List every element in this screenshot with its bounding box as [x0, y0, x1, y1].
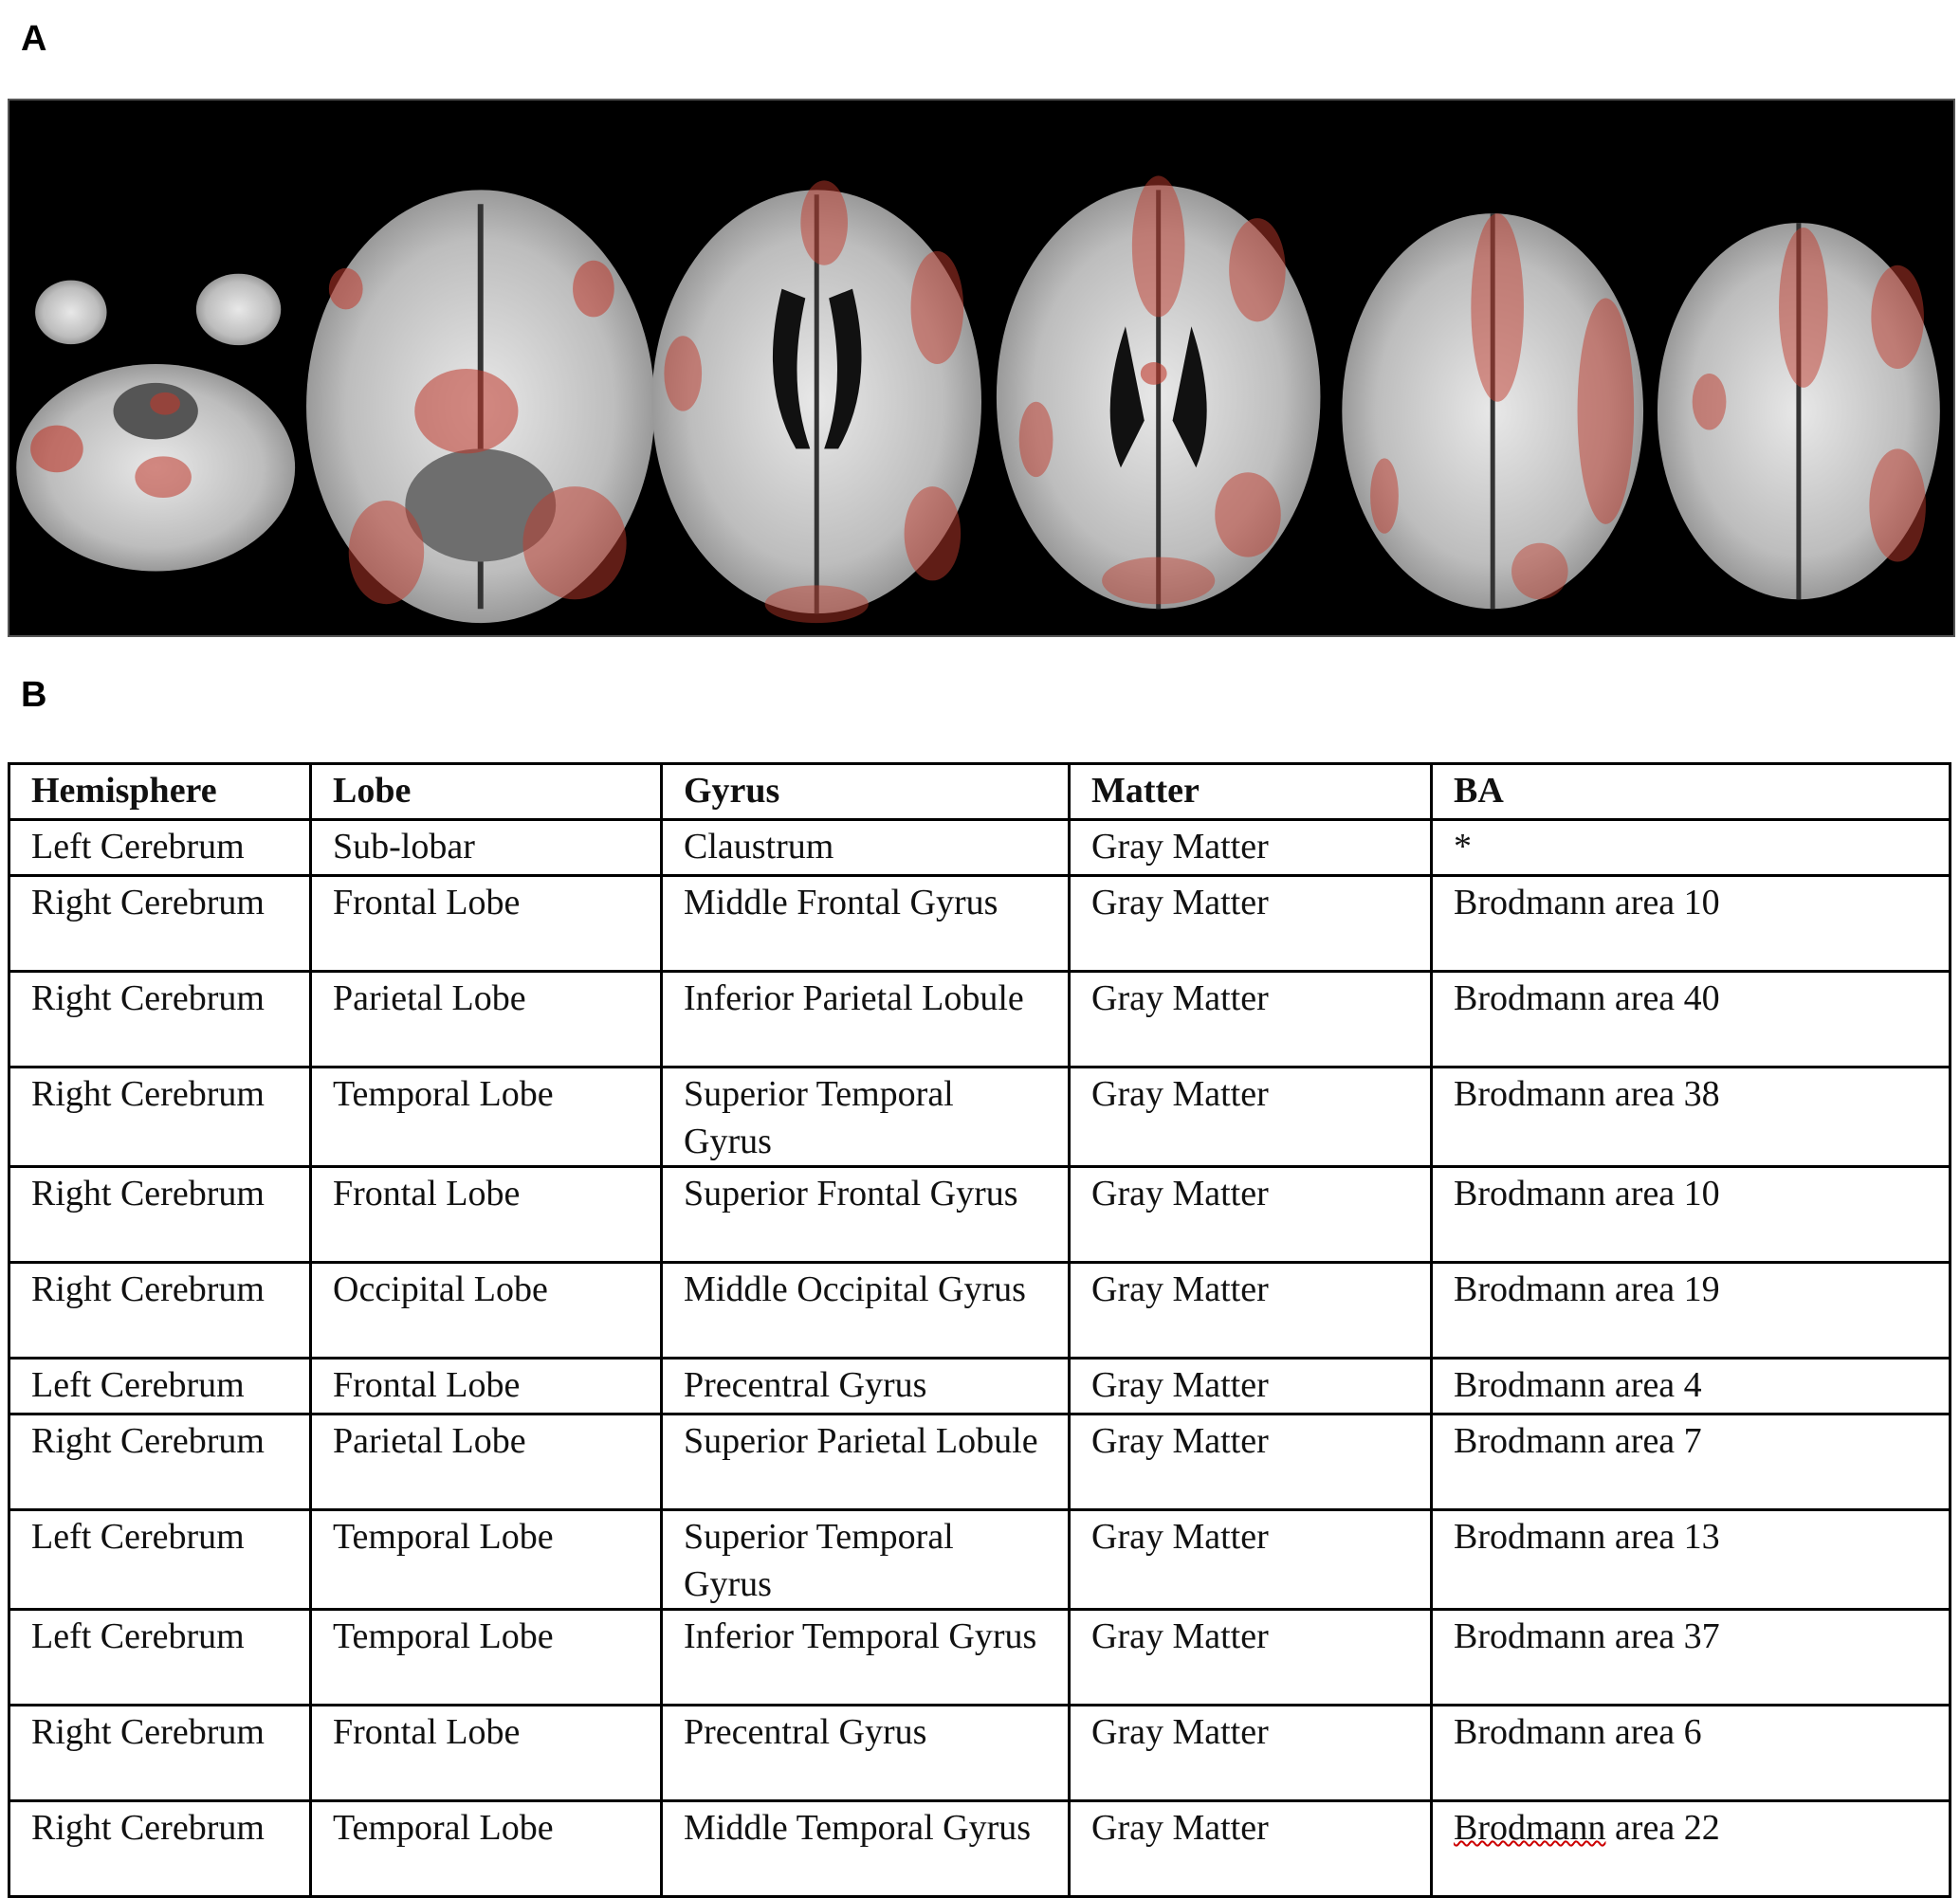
hemisphere-cell: Left Cerebrum [8, 1508, 312, 1611]
matter-cell: Gray Matter [1068, 1608, 1433, 1706]
matter-cell: Gray Matter [1068, 1413, 1433, 1511]
gyrus-cell: Inferior Parietal Lobule [660, 970, 1071, 1068]
lobe-cell: Sub-lobar [309, 818, 663, 877]
gyrus-cell: Claustrum [660, 818, 1071, 877]
matter-cell: Gray Matter [1068, 818, 1433, 877]
header-matter: Matter [1068, 762, 1433, 821]
ba-cell: Brodmann area 37 [1430, 1608, 1951, 1706]
ba-cell: Brodmann area 40 [1430, 970, 1951, 1068]
hemisphere-cell: Left Cerebrum [8, 1608, 312, 1706]
hemisphere-cell: Left Cerebrum [8, 818, 312, 877]
lobe-cell: Temporal Lobe [309, 1799, 663, 1898]
gyrus-cell: Superior Temporal Gyrus [660, 1066, 1071, 1168]
lobe-cell: Frontal Lobe [309, 1357, 663, 1415]
lobe-cell: Temporal Lobe [309, 1608, 663, 1706]
brain-slices-figure [16, 175, 1940, 624]
gyrus-cell: Middle Occipital Gyrus [660, 1261, 1071, 1360]
header-hemisphere: Hemisphere [8, 762, 312, 821]
spellcheck-underline: Brodmann [1454, 1808, 1606, 1848]
gyrus-cell: Superior Frontal Gyrus [660, 1165, 1071, 1264]
matter-cell: Gray Matter [1068, 1261, 1433, 1360]
ba-cell: Brodmann area 7 [1430, 1413, 1951, 1511]
lobe-cell: Frontal Lobe [309, 1704, 663, 1802]
gyrus-cell: Middle Temporal Gyrus [660, 1799, 1071, 1898]
matter-cell: Gray Matter [1068, 1799, 1433, 1898]
ba-cell: Brodmann area 13 [1430, 1508, 1951, 1611]
lobe-cell: Frontal Lobe [309, 874, 663, 973]
table-header-row: Hemisphere Lobe Gyrus Matter BA [8, 762, 1951, 821]
ba-cell: Brodmann area 22 [1430, 1799, 1951, 1898]
hemisphere-cell: Left Cerebrum [8, 1357, 312, 1415]
panel-a-label: A [21, 19, 47, 59]
gyrus-cell: Precentral Gyrus [660, 1704, 1071, 1802]
header-gyrus: Gyrus [660, 762, 1071, 821]
matter-cell: Gray Matter [1068, 874, 1433, 973]
header-ba: BA [1430, 762, 1951, 821]
ba-cell: Brodmann area 4 [1430, 1357, 1951, 1415]
hemisphere-cell: Right Cerebrum [8, 1066, 312, 1168]
matter-cell: Gray Matter [1068, 1508, 1433, 1611]
lobe-cell: Parietal Lobe [309, 1413, 663, 1511]
hemisphere-cell: Right Cerebrum [8, 970, 312, 1068]
gyrus-cell: Superior Temporal Gyrus [660, 1508, 1071, 1611]
ba-cell: Brodmann area 10 [1430, 1165, 1951, 1264]
brain-regions-table: Hemisphere Lobe Gyrus Matter BA Left Cer… [8, 762, 1951, 1898]
hemisphere-cell: Right Cerebrum [8, 1413, 312, 1511]
ba-cell: Brodmann area 10 [1430, 874, 1951, 973]
header-lobe: Lobe [309, 762, 663, 821]
matter-cell: Gray Matter [1068, 1357, 1433, 1415]
regions-table-container: Hemisphere Lobe Gyrus Matter BA Left Cer… [8, 762, 1951, 1898]
lobe-cell: Frontal Lobe [309, 1165, 663, 1264]
brain-slice-2 [306, 190, 655, 624]
hemisphere-cell: Right Cerebrum [8, 1261, 312, 1360]
hemisphere-cell: Right Cerebrum [8, 1799, 312, 1898]
brain-slice-5 [1342, 213, 1644, 610]
ba-cell: Brodmann area 6 [1430, 1704, 1951, 1802]
matter-cell: Gray Matter [1068, 1066, 1433, 1168]
brain-slice-3 [651, 180, 981, 624]
gyrus-cell: Precentral Gyrus [660, 1357, 1071, 1415]
ba-cell: Brodmann area 19 [1430, 1261, 1951, 1360]
panel-b-label: B [21, 675, 47, 715]
gyrus-cell: Middle Frontal Gyrus [660, 874, 1071, 973]
gyrus-cell: Inferior Temporal Gyrus [660, 1608, 1071, 1706]
brain-slice-1 [16, 273, 296, 572]
hemisphere-cell: Right Cerebrum [8, 1704, 312, 1802]
lobe-cell: Parietal Lobe [309, 970, 663, 1068]
brain-slices-image [8, 99, 1955, 637]
brain-slice-6 [1657, 223, 1940, 600]
lobe-cell: Temporal Lobe [309, 1066, 663, 1168]
ba-cell: Brodmann area 38 [1430, 1066, 1951, 1168]
lobe-cell: Temporal Lobe [309, 1508, 663, 1611]
ba-cell: * [1430, 818, 1951, 877]
matter-cell: Gray Matter [1068, 970, 1433, 1068]
hemisphere-cell: Right Cerebrum [8, 874, 312, 973]
brain-slice-4 [996, 175, 1321, 610]
lobe-cell: Occipital Lobe [309, 1261, 663, 1360]
hemisphere-cell: Right Cerebrum [8, 1165, 312, 1264]
gyrus-cell: Superior Parietal Lobule [660, 1413, 1071, 1511]
matter-cell: Gray Matter [1068, 1704, 1433, 1802]
matter-cell: Gray Matter [1068, 1165, 1433, 1264]
